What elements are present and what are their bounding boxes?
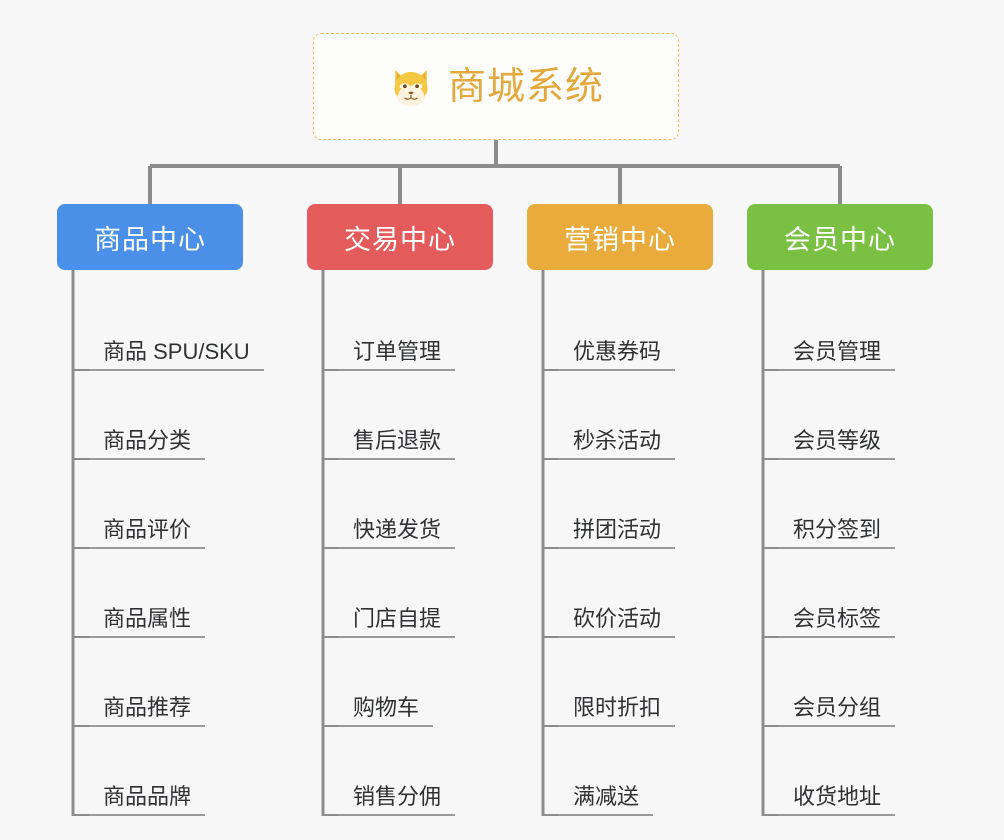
leaf-label: 会员标签 [779,606,896,638]
leaf-list-1: 商品 SPU/SKU 商品分类商品评价商品属性商品推荐商品品牌 [73,282,264,816]
leaf-label: 订单管理 [339,339,456,371]
leaf-label: 商品评价 [89,517,206,549]
category-box-3[interactable]: 营销中心 [527,204,713,270]
leaf-item[interactable]: 商品推荐 [73,638,264,727]
leaf-item[interactable]: 快递发货 [323,460,456,549]
leaf-item[interactable]: 订单管理 [323,282,456,371]
leaf-item[interactable]: 拼团活动 [543,460,676,549]
leaf-label: 销售分佣 [339,784,456,816]
leaf-item[interactable]: 限时折扣 [543,638,676,727]
leaf-label: 满减送 [559,784,654,816]
leaf-list-2: 订单管理售后退款快递发货门店自提购物车销售分佣 [323,282,456,816]
category-label: 商品中心 [94,224,206,255]
leaf-item[interactable]: 积分签到 [763,460,896,549]
leaf-label: 会员等级 [779,428,896,460]
leaf-item[interactable]: 收货地址 [763,727,896,816]
leaf-item[interactable]: 商品 SPU/SKU [73,282,264,371]
leaf-item[interactable]: 会员标签 [763,549,896,638]
leaf-label: 会员分组 [779,695,896,727]
leaf-item[interactable]: 满减送 [543,727,675,816]
leaf-label: 会员管理 [779,339,896,371]
leaf-label: 商品推荐 [89,695,206,727]
leaf-label: 商品属性 [89,606,206,638]
leaf-item[interactable]: 门店自提 [323,549,456,638]
leaf-item[interactable]: 秒杀活动 [543,371,676,460]
category-label: 营销中心 [564,224,676,255]
leaf-label: 积分签到 [779,517,896,549]
leaf-label: 限时折扣 [559,695,676,727]
branch-3: 营销中心 [527,204,713,270]
leaf-item[interactable]: 商品评价 [73,460,264,549]
root-title: 商城系统 [447,65,604,108]
leaf-label: 拼团活动 [559,517,676,549]
leaf-label: 秒杀活动 [559,428,676,460]
leaf-list-4: 会员管理会员等级积分签到会员标签会员分组收货地址 [763,282,896,816]
root-node[interactable]: 商城系统 [313,33,679,140]
category-box-2[interactable]: 交易中心 [307,204,493,270]
shiba-dog-face-icon [394,69,428,106]
leaf-item[interactable]: 售后退款 [323,371,456,460]
branch-4: 会员中心 [747,204,933,270]
leaf-item[interactable]: 商品品牌 [73,727,264,816]
leaf-label: 收货地址 [779,784,896,816]
leaf-item[interactable]: 会员等级 [763,371,896,460]
leaf-label: 门店自提 [339,606,456,638]
leaf-item[interactable]: 会员管理 [763,282,896,371]
branch-2: 交易中心 [307,204,493,270]
category-box-1[interactable]: 商品中心 [57,204,243,270]
leaf-item[interactable]: 会员分组 [763,638,896,727]
leaf-list-3: 优惠券码秒杀活动拼团活动砍价活动限时折扣满减送 [543,282,676,816]
leaf-item[interactable]: 商品属性 [73,549,264,638]
category-label: 会员中心 [784,224,896,255]
leaf-label: 商品品牌 [89,784,206,816]
category-label: 交易中心 [344,224,456,255]
leaf-item[interactable]: 砍价活动 [543,549,676,638]
leaf-item[interactable]: 销售分佣 [323,727,456,816]
leaf-item[interactable]: 购物车 [323,638,455,727]
leaf-label: 砍价活动 [559,606,676,638]
leaf-item[interactable]: 优惠券码 [543,282,676,371]
leaf-item[interactable]: 商品分类 [73,371,264,460]
leaf-label: 商品 SPU/SKU [89,339,264,371]
leaf-label: 购物车 [339,695,434,727]
leaf-label: 售后退款 [339,428,456,460]
branch-1: 商品中心 [57,204,243,270]
leaf-label: 优惠券码 [559,339,676,371]
leaf-label: 快递发货 [339,517,456,549]
leaf-label: 商品分类 [89,428,206,460]
category-box-4[interactable]: 会员中心 [747,204,933,270]
